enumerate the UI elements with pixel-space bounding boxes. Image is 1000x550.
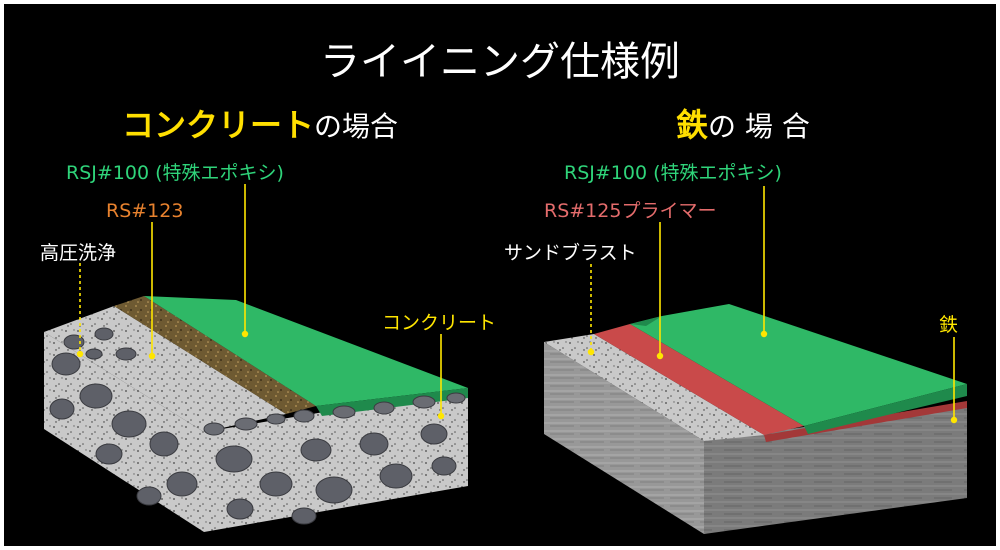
concrete-heading-suffix: の場合 bbox=[314, 110, 399, 143]
top-coat-bevel bbox=[630, 316, 662, 326]
sandblast-layer bbox=[544, 334, 764, 441]
label-steel-substrate: 鉄 bbox=[939, 314, 959, 336]
label-steel-top-coat: RSJ#100 (特殊エポキシ) bbox=[564, 162, 782, 184]
steel-heading-highlight: 鉄 bbox=[676, 106, 709, 144]
dot-surface-prep-steel bbox=[587, 348, 595, 356]
label-concrete-top-coat: RSJ#100 (特殊エポキシ) bbox=[66, 162, 284, 184]
page-title: ライイニング仕様例 bbox=[320, 39, 680, 85]
concrete-heading: コンクリートの場合 bbox=[122, 109, 398, 141]
concrete-side-face bbox=[204, 388, 468, 532]
primer-layer bbox=[114, 296, 316, 414]
top-coat-surface-steel bbox=[630, 304, 967, 426]
dot-primer bbox=[148, 352, 156, 360]
dot-top-coat-steel bbox=[760, 330, 768, 338]
dot-substrate bbox=[437, 412, 445, 420]
label-concrete-surface-prep: 高圧洗浄 bbox=[40, 242, 117, 264]
label-concrete-substrate: コンクリート bbox=[382, 312, 497, 334]
steel-heading: 鉄の 場 合 bbox=[676, 109, 810, 141]
top-coat-surface bbox=[144, 296, 468, 406]
illustration bbox=[44, 184, 967, 534]
right-leader-lines bbox=[590, 186, 955, 420]
concrete-block bbox=[44, 296, 468, 532]
steel-block bbox=[544, 304, 967, 534]
label-concrete-primer: RS#123 bbox=[106, 200, 184, 222]
label-steel-surface-prep: サンドブラスト bbox=[504, 242, 637, 264]
right-leader-dots bbox=[587, 330, 958, 424]
steel-front-face bbox=[544, 342, 704, 534]
dot-substrate-steel bbox=[950, 416, 958, 424]
aggregate-stones bbox=[49, 327, 457, 525]
top-coat-edge-steel bbox=[804, 384, 967, 434]
steel-heading-suffix: の 場 合 bbox=[708, 110, 810, 143]
label-steel-primer: RS#125プライマー bbox=[544, 200, 717, 222]
edge-stones bbox=[203, 392, 466, 436]
concrete-heading-highlight: コンクリート bbox=[122, 106, 315, 144]
dot-top-coat bbox=[241, 330, 249, 338]
dot-primer-steel bbox=[656, 352, 664, 360]
diagram-canvas: ライイニング仕様例 コンクリートの場合 鉄の 場 合 RSJ#100 (特殊エポ… bbox=[4, 4, 996, 546]
left-leader-dots bbox=[76, 330, 445, 420]
left-leader-lines bbox=[79, 184, 442, 416]
primer-layer-steel bbox=[594, 324, 804, 435]
dot-surface-prep bbox=[76, 350, 84, 358]
